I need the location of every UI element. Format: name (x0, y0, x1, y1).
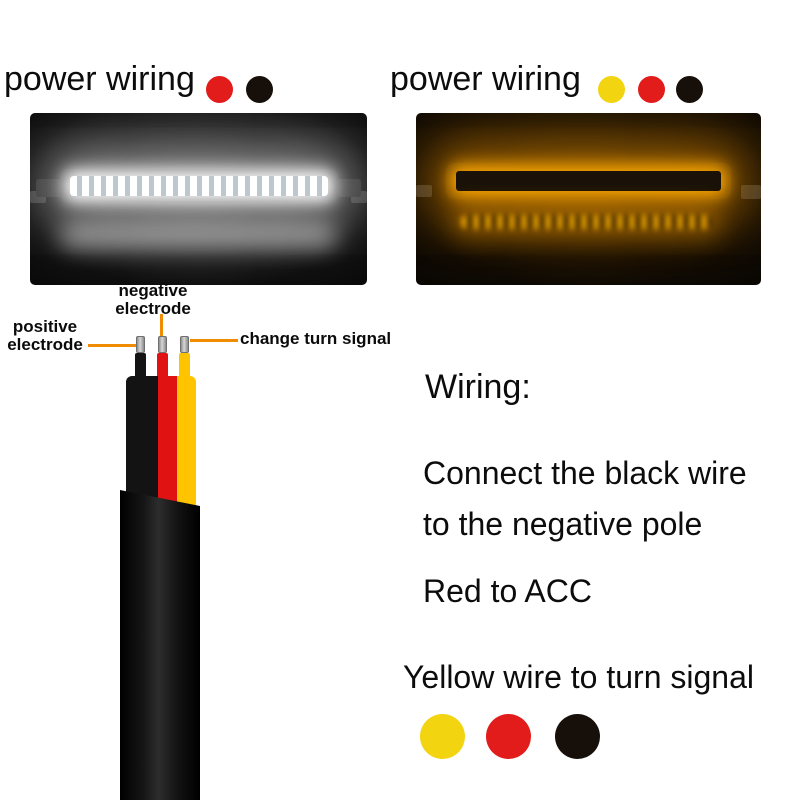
negative-pointer-line (160, 314, 163, 338)
white-led-row (70, 176, 328, 196)
wiring-heading: Wiring: (425, 368, 531, 406)
wire-bundle (126, 376, 196, 506)
right-connector-stub (741, 185, 761, 199)
led-strip-housing (446, 163, 731, 199)
black-wire-stub (135, 353, 146, 379)
amber-led-row (456, 171, 721, 191)
yellow-color-dot (598, 76, 625, 103)
black-wire (126, 376, 158, 506)
header-left: power wiring (4, 60, 195, 99)
turn-signal-pointer-line (190, 339, 238, 342)
red-wire-stub (157, 353, 168, 379)
instruction-step-2: Red to ACC (423, 573, 592, 609)
yellow-wire-ferrule (180, 336, 189, 353)
yellow-color-dot (420, 714, 465, 759)
black-color-dot (555, 714, 600, 759)
positive-pointer-line (88, 344, 136, 347)
positive-electrode-label: positive electrode (7, 317, 83, 354)
header-right-title: power wiring (390, 60, 581, 98)
header-right: power wiring (390, 60, 581, 99)
amber-glow-haze (416, 113, 761, 285)
right-mount-tab (331, 179, 361, 197)
photo-amber-led-strip (416, 113, 761, 285)
negative-electrode-label: negative electrode (115, 281, 191, 318)
red-color-dot (638, 76, 665, 103)
photo-white-led-strip (30, 113, 367, 285)
yellow-wire-stub (179, 353, 190, 379)
white-led-reflection (60, 223, 337, 249)
black-cable-sheath (120, 490, 200, 800)
instruction-step-1: Connect the black wire to the negative p… (423, 455, 747, 543)
led-strip-housing (60, 169, 338, 203)
red-wire (158, 376, 177, 506)
left-mount-tab (36, 179, 66, 197)
header-left-title: power wiring (4, 60, 195, 98)
amber-led-reflection (461, 215, 711, 229)
red-color-dot (206, 76, 233, 103)
yellow-wire (177, 376, 196, 506)
red-color-dot (486, 714, 531, 759)
instruction-step-3: Yellow wire to turn signal (403, 659, 754, 695)
black-color-dot (676, 76, 703, 103)
black-color-dot (246, 76, 273, 103)
left-connector-stub (416, 185, 432, 197)
red-wire-ferrule (158, 336, 167, 353)
change-turn-signal-label: change turn signal (240, 329, 392, 348)
black-wire-ferrule (136, 336, 145, 353)
